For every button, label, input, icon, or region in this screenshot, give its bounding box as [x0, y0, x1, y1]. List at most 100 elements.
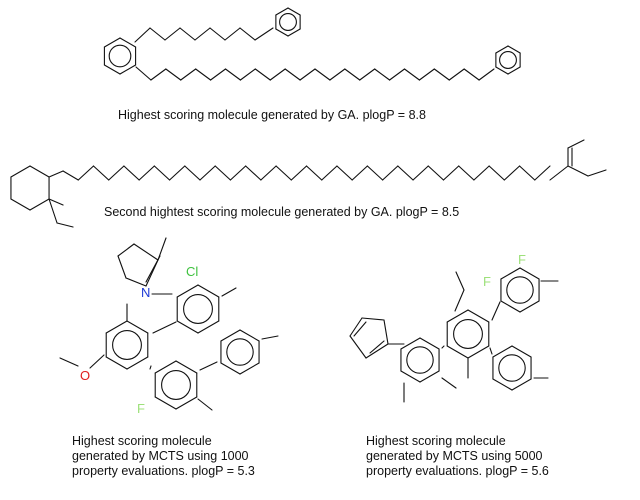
- molecule2-chain-bond: [245, 165, 262, 181]
- molecule2-chain-bond: [48, 170, 64, 178]
- molecule1-chain-bond: [134, 27, 151, 43]
- caption-line: generated by MCTS using 5000: [366, 449, 543, 463]
- molecule2-chain-bond: [567, 165, 589, 177]
- fluorine-atom-label-mol4-top: F: [518, 252, 526, 267]
- molecule4-benzene-bond: [467, 345, 490, 359]
- molecule2-chain-bond: [336, 165, 353, 181]
- molecule2-chain-bond: [275, 165, 292, 181]
- molecule4-ring-bond: [365, 343, 389, 359]
- molecule2-chain-bond: [442, 165, 460, 181]
- molecule3-benzene-bond: [220, 362, 241, 375]
- caption-molecule-4: Highest scoring molecule generated by MC…: [366, 434, 549, 479]
- molecule1-benzene-bond: [119, 37, 137, 48]
- molecule4-biaryl-bond: [441, 345, 445, 349]
- caption-line: property evaluations. plogP = 5.3: [72, 464, 255, 478]
- molecule4-double-bond: [353, 321, 367, 337]
- aromatic-circle: [161, 370, 191, 400]
- molecule4-benzene-bond: [419, 337, 440, 350]
- molecule1-chain-bond: [254, 27, 274, 41]
- molecule-bonds: [10, 7, 607, 411]
- molecule3-ring-bond: [133, 243, 159, 261]
- molecule4-benzene-bond: [446, 345, 469, 359]
- molecule1-benzene-bond: [275, 28, 289, 37]
- molecule1-chain-bond: [164, 27, 181, 41]
- molecule2-chain-bond: [169, 165, 186, 181]
- molecule1-benzene-bond: [287, 7, 301, 16]
- aromatic-circle: [226, 338, 254, 366]
- molecule-atom-labels: Cl N O F F F: [80, 252, 526, 416]
- molecule3-biaryl-bond: [152, 321, 177, 334]
- molecule3-benzene-bond: [175, 360, 198, 374]
- chlorine-atom-label: Cl: [186, 264, 198, 279]
- molecule3-benzene-bond: [105, 320, 128, 334]
- aromatic-circle: [453, 319, 483, 349]
- molecule1-benzene-bond: [507, 45, 521, 54]
- molecule3-ring-bond: [117, 243, 135, 257]
- molecule2-chain-bond: [138, 165, 155, 181]
- molecule2-chain-bond: [534, 165, 551, 181]
- molecule1-chain-bond: [448, 68, 465, 81]
- molecule2-ethyl-bond: [56, 222, 74, 228]
- molecule4-benzene-bond: [419, 370, 440, 383]
- molecule1-benzene-bond: [119, 64, 137, 75]
- molecule3-benzene-bond: [197, 284, 220, 298]
- molecule1-chain-bond: [224, 68, 241, 81]
- molecule1-chain-bond: [165, 68, 182, 81]
- molecule1-chain-bond: [179, 27, 196, 41]
- molecule4-ring-bond: [383, 319, 389, 345]
- molecule4-benzene-bond: [500, 300, 521, 313]
- molecule3-methyl-bond: [221, 287, 237, 297]
- caption-molecule-2: Second hightest scoring molecule generat…: [104, 205, 460, 219]
- molecule1-chain-bond: [433, 68, 450, 81]
- molecule4-benzene-bond: [400, 370, 421, 383]
- molecule2-chain-bond: [458, 165, 475, 181]
- aromatic-circle: [499, 51, 517, 69]
- molecule1-benzene-bond: [507, 66, 521, 75]
- molecule2-ring-bond: [29, 198, 50, 211]
- molecule3-benzene-bond: [176, 284, 199, 298]
- caption-molecule-1: Highest scoring molecule generated by GA…: [118, 108, 426, 122]
- molecule4-benzene-bond: [519, 267, 540, 280]
- molecule1-chain-bond: [194, 27, 211, 41]
- molecule1-chain-bond: [418, 68, 435, 81]
- molecule1-chain-bond: [299, 68, 316, 81]
- molecule2-chain-bond: [366, 165, 384, 181]
- molecule1-chain-bond: [209, 27, 226, 41]
- molecule3-benzene-bond: [105, 356, 128, 370]
- molecule1-chain-bond: [463, 68, 480, 81]
- molecule3-ring-bond: [117, 255, 127, 279]
- molecule1-chain-bond: [403, 68, 420, 81]
- molecule2-chain-bond: [77, 165, 95, 181]
- molecule1-chain-bond: [180, 68, 197, 81]
- molecule4-biaryl-bond: [491, 301, 501, 321]
- molecule2-methyl-bond: [48, 198, 64, 206]
- molecule3-benzene-bond: [126, 320, 149, 334]
- molecule2-chain-bond: [382, 165, 399, 181]
- molecule2-chain-bond: [321, 165, 338, 181]
- molecule2-chain-bond: [229, 165, 247, 181]
- molecule2-chain-bond: [260, 165, 277, 181]
- molecule4-benzene-bond: [500, 267, 521, 280]
- molecule1-benzene-bond: [103, 37, 121, 48]
- molecule4-ethyl-bond: [454, 289, 465, 312]
- aromatic-circle: [112, 330, 142, 360]
- fluorine-atom-label-mol3: F: [137, 401, 145, 416]
- caption-line: property evaluations. plogP = 5.6: [366, 464, 549, 478]
- molecule2-chain-bond: [351, 165, 368, 181]
- molecule3-ring-bond: [125, 277, 147, 287]
- molecule3-methoxy-bond: [59, 357, 79, 367]
- molecule1-chain-bond: [195, 68, 212, 81]
- molecule3-benzene-bond: [126, 356, 149, 370]
- molecule2-chain-bond: [412, 165, 429, 181]
- aromatic-circle: [498, 354, 526, 382]
- molecule2-chain-bond: [153, 165, 171, 181]
- aromatic-circle: [183, 294, 213, 324]
- molecule3-biaryl-bond: [149, 365, 152, 370]
- molecule1-chain-bond: [135, 66, 152, 81]
- molecule2-chain-bond: [567, 139, 585, 149]
- molecule1-benzene-bond: [275, 7, 289, 16]
- molecule4-ring-bond: [361, 317, 385, 321]
- nitrogen-atom-label: N: [141, 285, 150, 300]
- caption-molecule-3: Highest scoring molecule generated by MC…: [72, 434, 255, 479]
